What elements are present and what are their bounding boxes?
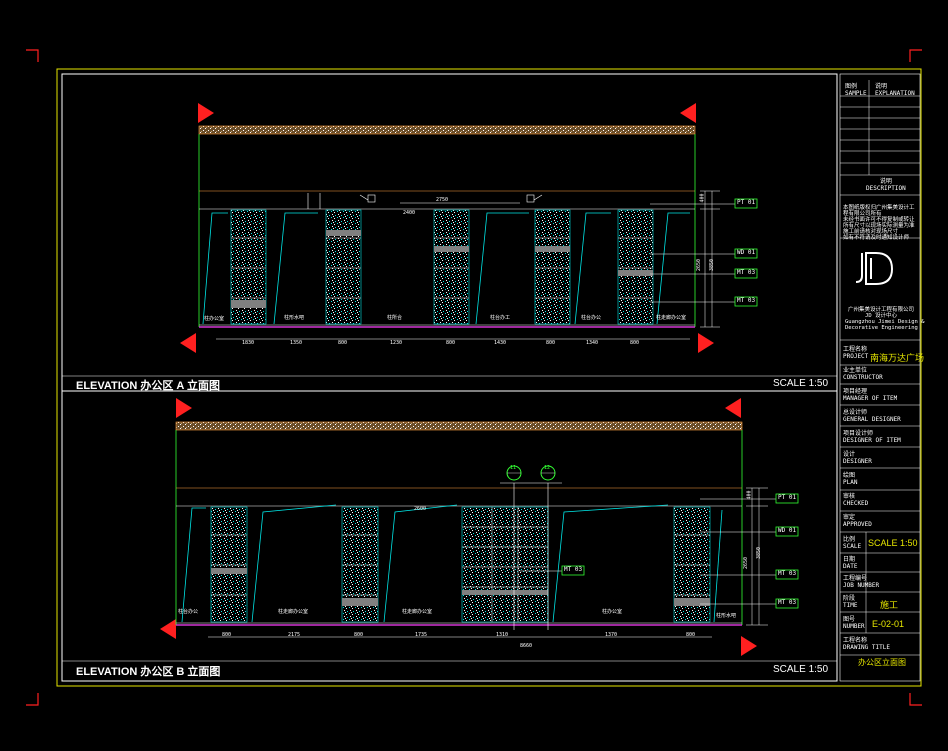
dim-a-1: 1350	[290, 340, 303, 346]
mat-a-4: MT 03	[737, 297, 756, 304]
drawing-a-title: ELEVATION 办公区 A 立面图	[76, 380, 221, 392]
material-tags	[561, 198, 799, 609]
dim-b-1: 2175	[288, 632, 301, 638]
mat-b-4: MT 03	[778, 599, 797, 606]
elevation-a	[180, 103, 735, 353]
marker-b-tr	[725, 398, 741, 418]
marker-b-bl	[160, 619, 176, 639]
hdim-a-2: 3850	[709, 258, 716, 272]
marker-b-br	[741, 636, 757, 656]
crop-marks	[26, 49, 922, 706]
dim-b-4: 1310	[496, 632, 509, 638]
dim-a-7: 1340	[586, 340, 599, 346]
outer-frame	[56, 68, 922, 687]
room-a-4: 柱台办公	[581, 315, 602, 321]
dim-b-2: 800	[354, 632, 364, 638]
dim-a-3: 1230	[390, 340, 403, 346]
bottom-note-b: 8660	[520, 643, 533, 649]
tb-scale-value: SCALE 1:50	[868, 538, 918, 548]
drawing-b-title: ELEVATION 办公区 B 立面图	[76, 666, 221, 678]
elevation-b	[160, 398, 776, 656]
dim-b-6: 800	[686, 632, 696, 638]
marker-a-br	[698, 333, 714, 353]
tb-stage-value: 施工	[880, 600, 899, 610]
room-a-1: 柱形水吧	[284, 315, 305, 321]
room-a-0: 柱办公室	[204, 316, 225, 322]
marker-b-tl	[176, 398, 192, 418]
doors-a	[202, 212, 690, 325]
mat-a-1: PT 01	[737, 199, 756, 206]
ceiling-note-b: 2600	[414, 506, 427, 512]
mat-b-2: WD 01	[778, 527, 797, 534]
room-a-2: 柱所合	[387, 315, 403, 321]
columns-a	[230, 209, 654, 325]
mat-b-5: MT 03	[564, 566, 583, 573]
mat-a-2: WD 01	[737, 249, 756, 256]
title-block-grid	[840, 80, 920, 656]
room-b-2: 柱走廊办公室	[402, 609, 433, 615]
room-a-3: 柱台办工	[490, 315, 511, 321]
room-b-0: 柱台办公	[178, 609, 199, 615]
hdim-a-1: 2650	[696, 258, 703, 272]
hdim-b-2: 3850	[756, 546, 763, 560]
notes-block: 本图纸版权归广州集美设计工程有限公司所有 未经书面许可不得复制或转让 所有尺寸以…	[843, 205, 915, 241]
inner-frame	[61, 73, 838, 682]
drawing-a-scale: SCALE 1:50	[773, 378, 829, 389]
dim-a-5: 1430	[494, 340, 507, 346]
drawing-title-value: 办公区立面图	[858, 658, 906, 667]
marker-a-bl	[180, 333, 196, 353]
callout-11-label: 11	[510, 465, 517, 471]
columns-b	[210, 506, 711, 623]
hdim-a-0: 400	[699, 193, 706, 203]
marker-a-tr	[680, 103, 696, 123]
company-name: 广州集美设计工程有限公司 JD 设计中心 Guangzhou Jimei Des…	[845, 307, 925, 331]
room-b-1: 柱走廊办公室	[278, 609, 309, 615]
company-logo	[855, 252, 894, 285]
dim-b-3: 1735	[415, 632, 428, 638]
title-block-frame	[839, 73, 921, 682]
project-value: 南海万达广场	[870, 353, 925, 363]
dim-a-8: 800	[630, 340, 640, 346]
ceiling-note-a-2: 2750	[436, 197, 449, 203]
dim-a-4: 800	[446, 340, 456, 346]
dim-a-0: 1830	[242, 340, 255, 346]
dim-a-6: 800	[546, 340, 556, 346]
room-b-4: 柱形水吧	[716, 613, 737, 619]
marker-a-tl	[198, 103, 214, 123]
room-a-5: 柱走廊办公室	[656, 315, 687, 321]
hdim-b-1: 2650	[743, 556, 750, 570]
mat-b-3: MT 03	[778, 570, 797, 577]
dim-b-0: 800	[222, 632, 232, 638]
mat-a-3: MT 03	[737, 269, 756, 276]
dim-a-2: 800	[338, 340, 348, 346]
drawing-b-scale: SCALE 1:50	[773, 664, 829, 675]
dim-b-5: 1370	[605, 632, 618, 638]
tb-number-value: E-02-01	[872, 619, 905, 629]
callout-12-label: 12	[544, 465, 551, 471]
hdim-b-0: 400	[746, 490, 753, 500]
ceiling-note-a-1: 2400	[403, 210, 416, 216]
room-b-3: 柱办公室	[602, 609, 623, 615]
doors-b	[181, 504, 723, 623]
mat-b-1: PT 01	[778, 494, 797, 501]
